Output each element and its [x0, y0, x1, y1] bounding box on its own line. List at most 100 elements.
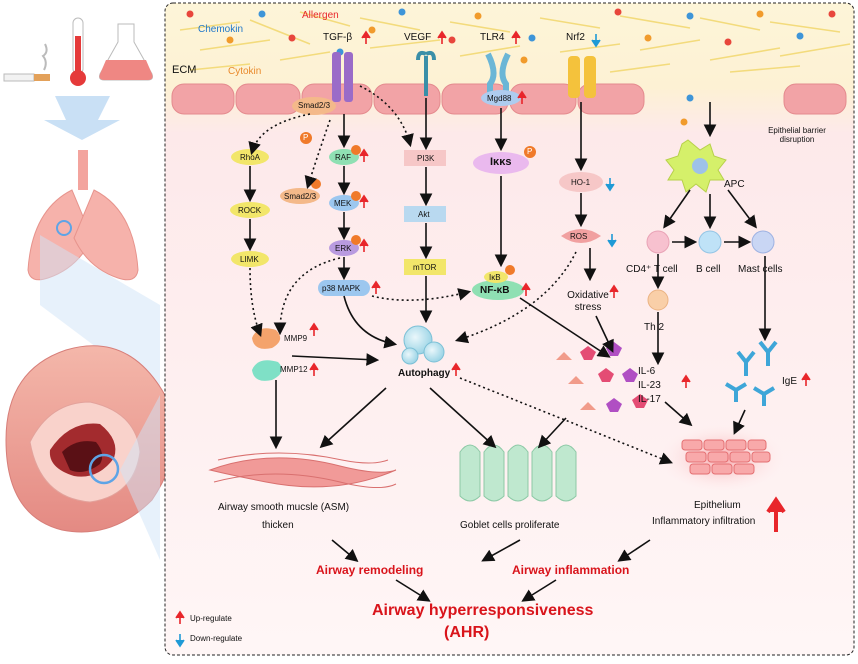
erk-node: [329, 240, 359, 256]
down-regulate-arrows: [175, 34, 617, 648]
p38-node: [318, 280, 370, 296]
ho1-node: [559, 172, 603, 192]
th2-cell: [647, 289, 669, 311]
epithelium-cells: [681, 439, 771, 475]
mgd88-node: [481, 90, 521, 106]
ho1-label: HO-1: [571, 178, 591, 187]
zoom-beam-2: [120, 395, 160, 560]
mtor-label: mTOR: [413, 263, 437, 272]
mmp12-shape: [252, 360, 282, 381]
il23-label: IL-23: [638, 380, 661, 391]
ros-label: ROS: [570, 232, 588, 241]
tgf-beta-label: TGF-β: [323, 32, 353, 43]
ros-node: [561, 229, 601, 243]
pi3k-label: PI3K: [417, 154, 435, 163]
solid-arrows: [243, 98, 772, 602]
nfkb-node: [472, 280, 524, 300]
pi3k-node: [404, 150, 446, 166]
legend-down-label: Down-regulate: [190, 634, 243, 643]
left-illustration: [3, 17, 176, 560]
ikk-node: [473, 152, 529, 174]
zoom-beam: [40, 235, 160, 395]
smad-membrane-label: Smad2/3: [298, 101, 331, 110]
cigarette-icon: [3, 43, 50, 82]
nfkb-label: NF-κB: [480, 285, 510, 296]
cd4-label: CD4⁺ T cell: [626, 264, 678, 275]
mtor-node: [404, 259, 446, 275]
autophagy-label: Autophagy: [398, 368, 451, 379]
ikk-label: Iκκs: [490, 156, 512, 168]
p-badge-2: P: [527, 147, 533, 156]
goblet-cells: [459, 444, 577, 502]
asm-label-2: thicken: [262, 520, 294, 531]
nrf2-channel: [568, 56, 596, 98]
ecm-label: ECM: [172, 64, 197, 76]
akt-node: [404, 206, 446, 222]
flask-icon: [99, 23, 153, 81]
b-cell: [698, 230, 722, 254]
tlr4-receptor: [485, 52, 511, 98]
ige-label: IgE: [782, 376, 798, 387]
mmp9-label: MMP9: [284, 334, 308, 343]
rhoa-label: RhoA: [240, 153, 261, 162]
rock-label: ROCK: [238, 206, 262, 215]
oxidative-label: Oxidative stress: [567, 290, 609, 313]
remodeling-label: Airway remodeling: [316, 563, 424, 577]
tgf-receptor: [332, 52, 353, 102]
mek-node: [329, 195, 359, 211]
tlr4-label: TLR4: [480, 32, 505, 43]
cytokine-particles: [556, 342, 648, 412]
cytokin-label: Cytokin: [228, 66, 262, 77]
smad-label: Smad2/3: [284, 192, 317, 201]
asm-illustration: [208, 452, 397, 488]
mek-label: MEK: [334, 199, 352, 208]
epi-label-2: Inflammatory infiltration: [652, 516, 756, 527]
apc-cell: [665, 139, 727, 193]
smad-membrane-node: [292, 97, 336, 115]
chemokin-label: Chemokin: [198, 24, 244, 35]
mast-cell: [751, 230, 775, 254]
limk-label: LIMK: [240, 255, 259, 264]
autophagy-vesicles: [401, 325, 445, 365]
vegf-receptor: [416, 50, 436, 96]
rock-node: [230, 202, 270, 218]
apc-label: APC: [724, 179, 745, 190]
epi-label-1: Epithelium: [694, 500, 741, 511]
mgd88-label: Mgd88: [487, 94, 512, 103]
barrier-label: Epithelial barrier disruption: [768, 126, 826, 145]
smad-node: [280, 188, 320, 204]
cd4-cell: [646, 230, 670, 254]
vegf-label: VEGF: [404, 32, 432, 43]
down-chevron-arrow: [44, 96, 120, 140]
ikb-node: [484, 271, 508, 283]
ige-antibodies: [724, 340, 778, 406]
ahr-label-2: (AHR): [444, 624, 490, 641]
goblet-label: Goblet cells proliferate: [460, 520, 560, 531]
bcell-label: B cell: [696, 264, 721, 275]
p-badge-1: P: [303, 133, 309, 142]
mast-label: Mast cells: [738, 264, 783, 275]
il6-label: IL-6: [638, 366, 656, 377]
asm-label-1: Airway smooth mucsle (ASM): [218, 502, 350, 513]
inflammation-label: Airway inflammation: [512, 563, 630, 577]
up-regulate-arrows: [175, 30, 811, 624]
thermometer-icon: [70, 17, 86, 86]
ahr-label-1: Airway hyperresponsiveness: [372, 602, 594, 619]
akt-label: Akt: [418, 210, 430, 219]
th2-label: Th 2: [644, 322, 665, 333]
raf-node: [329, 149, 359, 165]
p38-label: p38 MAPK: [322, 284, 361, 293]
ecm-fibers: [179, 11, 851, 73]
nrf2-label: Nrf2: [566, 32, 585, 43]
il17-label: IL-17: [638, 394, 661, 405]
allergen-label: Allergen: [302, 10, 339, 21]
ikb-label: IκB: [489, 273, 501, 282]
erk-label: ERK: [335, 244, 352, 253]
legend-up-label: Up-regulate: [190, 614, 232, 623]
raf-label: RAF: [335, 153, 351, 162]
molecule-dots: [186, 8, 836, 126]
limk-node: [231, 251, 269, 267]
dotted-arrows: [248, 85, 673, 465]
